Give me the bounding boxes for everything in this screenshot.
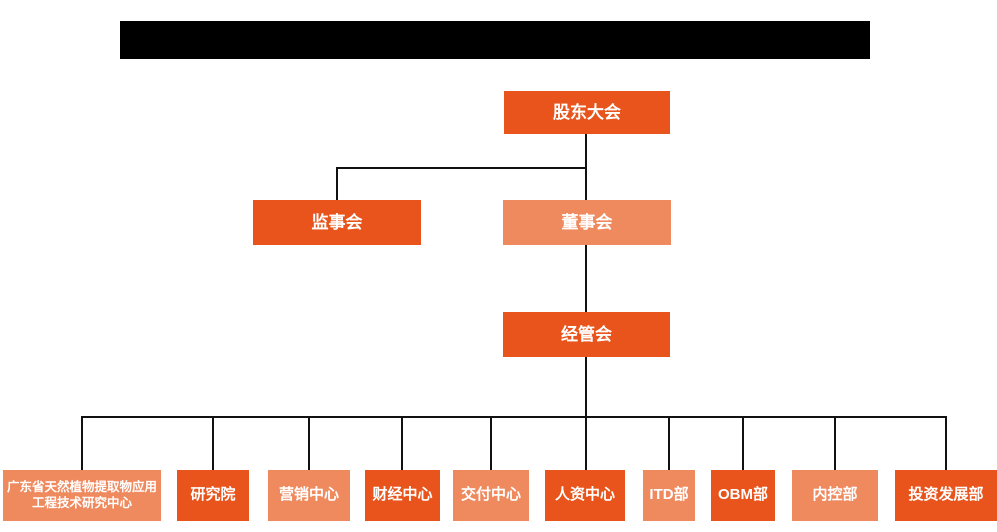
connector-drop-obm-department [742,416,744,470]
connector-drop-marketing-center [308,416,310,470]
node-delivery-center: 交付中心 [453,470,529,521]
connector-drop-itd-department [668,416,670,470]
connector-drop-finance-center [401,416,403,470]
node-investment-development-department: 投资发展部 [895,470,997,521]
node-shareholders-meeting: 股东大会 [504,91,670,134]
node-research-institute: 研究院 [177,470,249,521]
node-internal-control-department: 内控部 [792,470,878,521]
node-marketing-center: 营销中心 [268,470,350,521]
connector-drop-research-institute [212,416,214,470]
node-finance-center: 财经中心 [365,470,440,521]
connector-distribution-horizontal [81,416,947,418]
redacted-title-bar [120,21,870,59]
connector-branch-horizontal [336,167,587,169]
node-management-committee: 经管会 [503,312,670,357]
node-supervisory-board: 监事会 [253,200,421,245]
connector-drop-research-center [81,416,83,470]
node-itd-department: ITD部 [643,470,695,521]
node-hr-center: 人资中心 [545,470,625,521]
connector-management-down [585,357,587,417]
connector-drop-investment-development-department [945,416,947,470]
connector-drop-internal-control-department [834,416,836,470]
connector-drop-hr-center [585,416,587,470]
connector-to-supervisory-board [336,167,338,200]
connector-directors-to-management [585,245,587,312]
node-board-of-directors: 董事会 [503,200,671,245]
connector-drop-delivery-center [490,416,492,470]
node-obm-department: OBM部 [711,470,775,521]
node-research-center: 广东省天然植物提取物应用工程技术研究中心 [3,470,161,521]
